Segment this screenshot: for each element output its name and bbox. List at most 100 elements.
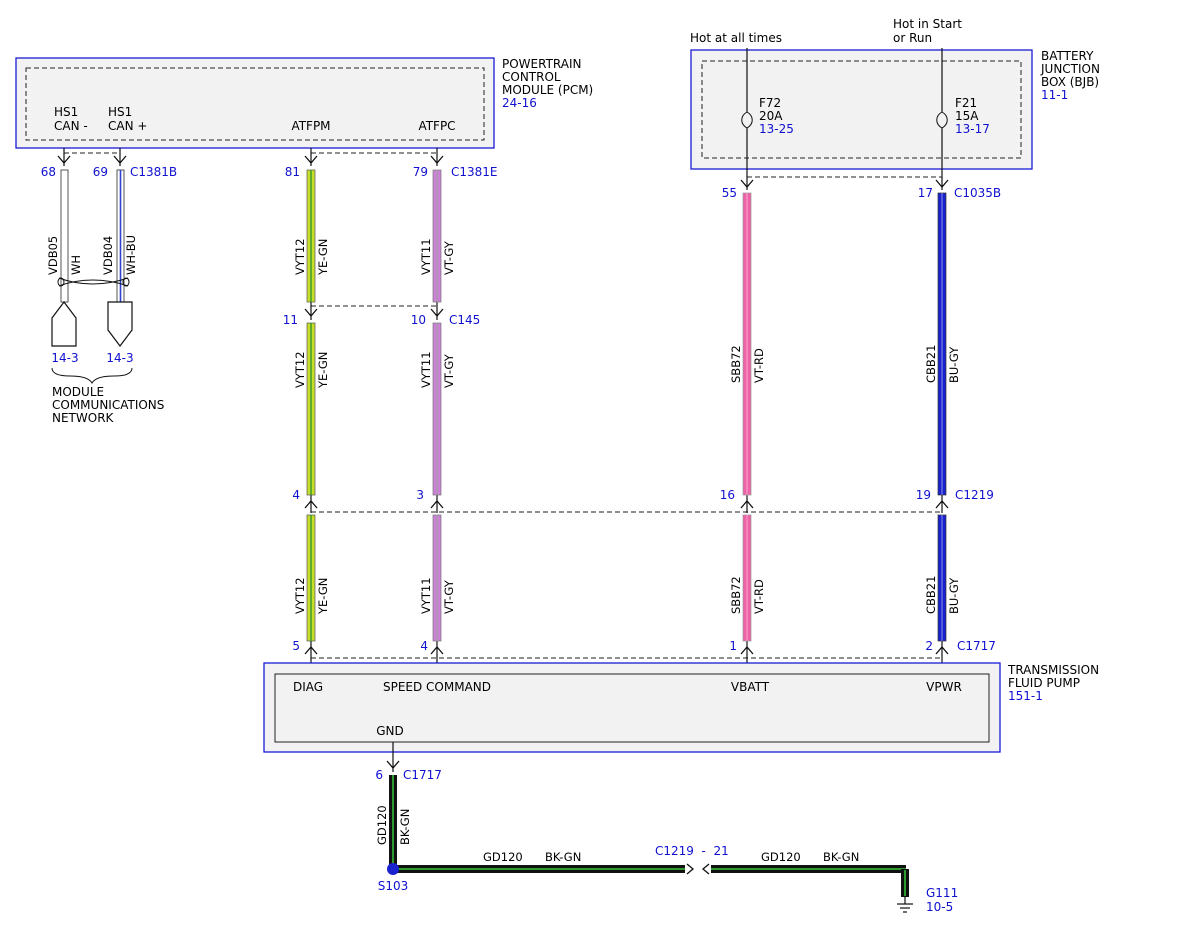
ground-symbol-icon	[897, 903, 913, 913]
network-ref-a: 14-3	[51, 351, 78, 365]
wire-vyt12-circuit-3: VYT12	[293, 577, 307, 614]
pcm-pin-hs1-plus-2: CAN +	[108, 119, 147, 133]
wire-vdb04-color: WH-BU	[124, 235, 138, 275]
fuse-f21-icon	[936, 111, 948, 129]
pcm-module: POWERTRAIN CONTROL MODULE (PCM) 24-16 HS…	[15, 57, 593, 149]
wire-vdb05-circuit: VDB05	[46, 236, 60, 275]
wire-vyt11-circuit-3: VYT11	[419, 577, 433, 614]
inline-connector-icon	[686, 863, 710, 875]
bjb-ref: 11-1	[1041, 88, 1068, 102]
connector-c1717-gnd: C1717	[403, 768, 442, 782]
pin-19: 19	[916, 488, 931, 502]
network-label-2: COMMUNICATIONS	[52, 398, 164, 412]
ground-wire	[387, 742, 913, 913]
splice-dot-icon	[387, 863, 399, 875]
network-ref-b: 14-3	[106, 351, 133, 365]
pin-6: 6	[375, 768, 383, 782]
wire-cbb21-color-1: BU-GY	[947, 346, 961, 383]
pcm-title-1: POWERTRAIN	[502, 57, 582, 71]
connector-c1381e: C1381E	[451, 165, 498, 179]
wire-vyt11-circuit-1: VYT11	[419, 238, 433, 275]
wire-vyt11-color-3: VT-GY	[442, 579, 456, 614]
bjb-title-2: JUNCTION	[1040, 62, 1100, 76]
pcm-ref: 24-16	[502, 96, 537, 110]
network-brace-icon	[51, 367, 133, 385]
wire-vyt11-circuit-2: VYT11	[419, 351, 433, 388]
wire-gd120-color-h1: BK-GN	[545, 850, 581, 864]
pcm-pin-hs1-minus-2: CAN -	[54, 119, 88, 133]
network-arrow-b-icon	[107, 301, 133, 347]
pcm-title-2: CONTROL	[502, 70, 561, 84]
pin-4-c1717: 4	[420, 639, 428, 653]
bjb-module: Hot at all times Hot in Start or Run BAT…	[690, 17, 1100, 180]
connector-c145: C145	[449, 313, 480, 327]
wire-cbb21-circuit-1: CBB21	[924, 345, 938, 383]
wire-vdb04-circuit: VDB04	[101, 236, 115, 275]
wire-sbb72-color-1: VT-RD	[752, 348, 766, 383]
pin-81: 81	[285, 165, 300, 179]
pin-5: 5	[292, 639, 300, 653]
pin-1: 1	[729, 639, 737, 653]
fuse-f72-rating: 20A	[759, 109, 783, 123]
pin-16: 16	[720, 488, 735, 502]
pin-2: 2	[925, 639, 933, 653]
wire-gd120-circuit-v: GD120	[375, 805, 389, 845]
wire-vyt12-circuit-1: VYT12	[293, 238, 307, 275]
hot-in-start-label-2: or Run	[893, 31, 932, 45]
pin-68: 68	[41, 165, 56, 179]
ground-g111: G111	[926, 886, 958, 900]
fuse-f21-rating: 15A	[955, 109, 979, 123]
wire-vyt11-color-1: VT-GY	[442, 240, 456, 275]
hot-in-start-label-1: Hot in Start	[893, 17, 962, 31]
wire-segments	[306, 148, 947, 674]
pump-pin-vpwr: VPWR	[926, 680, 962, 694]
pump-pin-gnd: GND	[376, 724, 404, 738]
wire-gd120-circuit-h2: GD120	[761, 850, 801, 864]
transmission-fluid-pump: TRANSMISSION FLUID PUMP 151-1 DIAG SPEED…	[263, 662, 1099, 753]
splice-s103: S103	[378, 879, 409, 893]
pin-17: 17	[918, 186, 933, 200]
pump-title-2: FLUID PUMP	[1008, 676, 1080, 690]
fuse-f72-icon	[741, 111, 753, 129]
pcm-pin-hs1-plus-1: HS1	[108, 105, 132, 119]
fuse-f72-name: F72	[759, 96, 781, 110]
pcm-pin-atfpc: ATFPC	[418, 119, 455, 133]
pump-pin-speed-command: SPEED COMMAND	[383, 680, 491, 694]
pin-3: 3	[416, 488, 424, 502]
wire-gd120-circuit-h1: GD120	[483, 850, 523, 864]
wire-gd120-color-h2: BK-GN	[823, 850, 859, 864]
network-arrow-a-icon	[51, 301, 77, 347]
connector-c1717: C1717	[957, 639, 996, 653]
pcm-title-3: MODULE (PCM)	[502, 83, 593, 97]
pin-69: 69	[93, 165, 108, 179]
wire-sbb72-circuit-2: SBB72	[729, 576, 743, 614]
wire-vyt12-color-3: YE-GN	[316, 578, 330, 615]
pump-title-1: TRANSMISSION	[1007, 663, 1099, 677]
pump-pin-diag: DIAG	[293, 680, 323, 694]
connector-c1381b: C1381B	[130, 165, 177, 179]
pin-10: 10	[411, 313, 426, 327]
wire-sbb72-color-2: VT-RD	[752, 579, 766, 614]
connector-c1219-inline: C1219 - 21	[655, 844, 729, 858]
bjb-title-3: BOX (BJB)	[1041, 75, 1099, 89]
pcm-pin-atfpm: ATFPM	[291, 119, 330, 133]
wire-cbb21-circuit-2: CBB21	[924, 576, 938, 614]
connector-c1035b: C1035B	[954, 186, 1001, 200]
pcm-pin-hs1-minus-1: HS1	[54, 105, 78, 119]
pin-11: 11	[283, 313, 298, 327]
wire-vyt12-circuit-2: VYT12	[293, 351, 307, 388]
bjb-title-1: BATTERY	[1041, 49, 1094, 63]
pump-pin-vbatt: VBATT	[731, 680, 770, 694]
pin-55: 55	[722, 186, 737, 200]
pin-symbols	[57, 155, 949, 769]
ground-ref: 10-5	[926, 900, 953, 914]
network-label-3: NETWORK	[52, 411, 115, 425]
network-label-1: MODULE	[52, 385, 104, 399]
wire-vyt12-color-1: YE-GN	[316, 239, 330, 276]
wire-vdb05-color: WH	[69, 255, 83, 275]
pin-79: 79	[413, 165, 428, 179]
fuse-f72-ref: 13-25	[759, 122, 794, 136]
wire-sbb72-circuit-1: SBB72	[729, 345, 743, 383]
wire-gd120-color-v: BK-GN	[398, 809, 412, 845]
